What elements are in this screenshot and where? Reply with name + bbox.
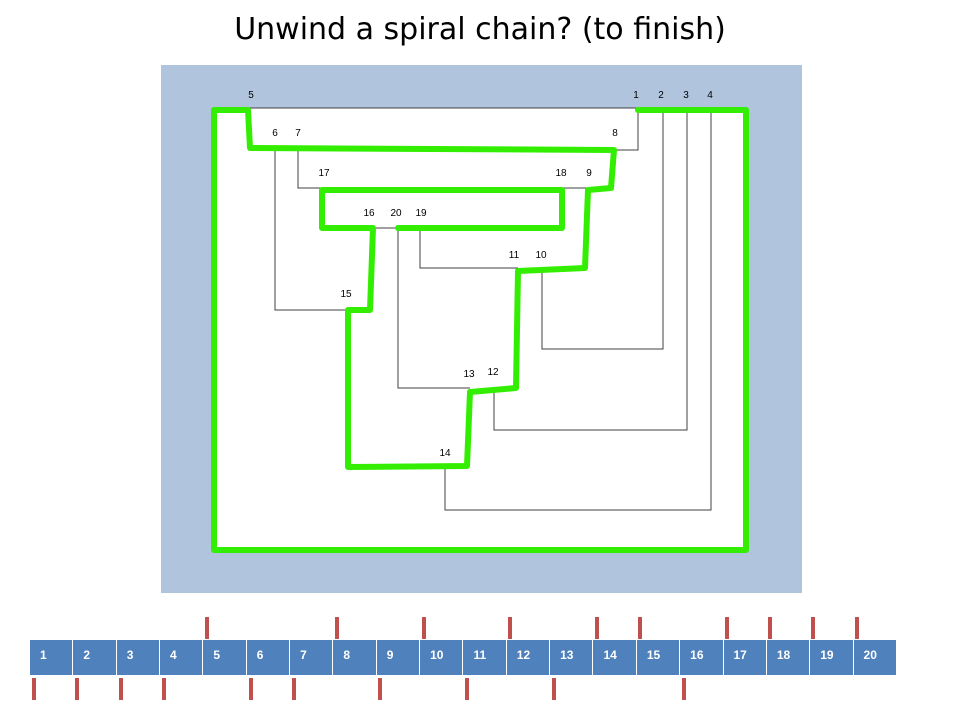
node-label-4: 4 [707, 90, 713, 101]
strip-cell: 2 [73, 640, 117, 675]
strip-cell: 17 [724, 640, 767, 675]
bracket-3-12 [493, 108, 688, 431]
diagram-inner-area [212, 107, 747, 549]
strip-cell: 8 [333, 640, 377, 675]
tick-above-cell-15 [638, 617, 643, 639]
strip-cell: 3 [117, 640, 161, 675]
strip-cell: 12 [507, 640, 551, 675]
strip-cell: 19 [810, 640, 854, 675]
strip-cell: 1 [30, 640, 74, 675]
tick-above-cell-14 [594, 617, 599, 639]
strip-cell: 14 [593, 640, 637, 675]
node-label-1: 1 [633, 90, 639, 101]
node-label-18: 18 [555, 168, 567, 179]
node-label-10: 10 [535, 250, 547, 261]
strip-cell: 16 [680, 640, 724, 675]
strip-cell: 5 [203, 640, 247, 675]
tick-below-cell-7 [291, 678, 296, 700]
strip-cell: 18 [767, 640, 811, 675]
sequence-strip: 1 2 3 4 5 6 7 8 9 10 11 12 13 14 15 16 1… [30, 640, 896, 675]
strip-cell: 9 [377, 640, 421, 675]
strip-cell: 4 [160, 640, 204, 675]
bracket-4-14 [444, 108, 712, 511]
strip-cell: 20 [863, 648, 877, 662]
node-label-16: 16 [363, 208, 375, 219]
tick-below-cell-2 [75, 678, 80, 700]
node-label-5: 5 [248, 90, 254, 101]
tick-below-cell-1 [32, 678, 36, 700]
tick-above-cell-12 [508, 617, 513, 639]
tick-below-cell-11 [465, 678, 469, 700]
node-label-8: 8 [612, 128, 618, 139]
node-label-15: 15 [340, 289, 352, 300]
node-label-6: 6 [272, 128, 278, 139]
tick-below-cell-6 [248, 678, 253, 700]
strip-cell: 13 [550, 640, 594, 675]
node-label-7: 7 [295, 128, 301, 139]
tick-above-cell-17 [724, 617, 729, 639]
node-label-9: 9 [586, 168, 592, 179]
bracket-19-11 [419, 228, 518, 269]
strip-cell: 11 [463, 640, 507, 675]
tick-above-cell-10 [421, 617, 426, 639]
bracket-6-15 [274, 150, 348, 311]
tick-below-cell-9 [378, 678, 383, 700]
tick-below-cell-3 [118, 678, 123, 700]
node-label-14: 14 [439, 448, 451, 459]
tick-below-cell-4 [161, 678, 166, 700]
node-label-20: 20 [390, 208, 402, 219]
node-label-3: 3 [683, 90, 689, 101]
tick-above-cell-5 [205, 617, 210, 639]
bracket-lines [248, 107, 712, 511]
node-labels: 1 2 3 4 5 6 7 8 17 18 9 16 20 19 11 10 1… [248, 90, 713, 459]
tick-below-cell-16 [681, 678, 686, 700]
strip-cell: 15 [637, 640, 681, 675]
node-label-11: 11 [509, 250, 520, 261]
node-label-19: 19 [415, 208, 427, 219]
node-label-17: 17 [318, 168, 330, 179]
strip-cell: 10 [420, 640, 464, 675]
chain-highlight [211, 107, 749, 553]
chain-path [211, 107, 749, 553]
bracket-2-10 [541, 108, 664, 350]
node-label-12: 12 [487, 367, 499, 378]
strip-cell: 6 [247, 640, 291, 675]
node-label-2: 2 [658, 90, 664, 101]
tick-above-cell-19 [811, 617, 816, 639]
bracket-20-13 [397, 228, 470, 389]
slide-title: Unwind a spiral chain? (to finish) [234, 12, 726, 47]
strip-cell: 7 [290, 640, 334, 675]
tick-above-cell-20 [854, 617, 859, 639]
tick-above-cell-8 [335, 617, 340, 639]
node-label-13: 13 [463, 369, 475, 380]
tick-above-cell-18 [768, 617, 773, 639]
tick-below-cell-13 [551, 678, 556, 700]
